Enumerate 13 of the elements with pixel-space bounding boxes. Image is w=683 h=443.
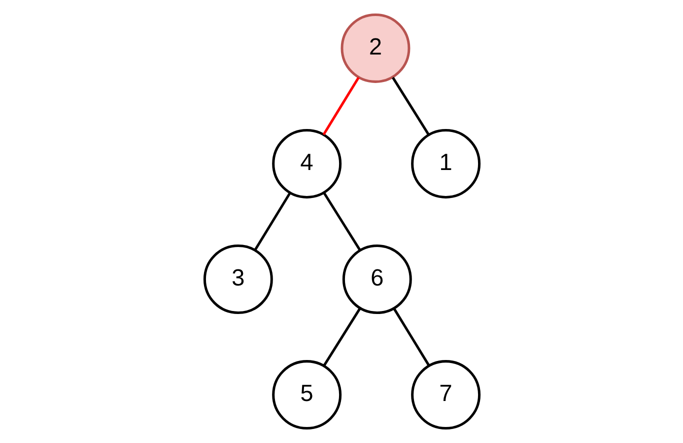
connector: [322, 308, 360, 366]
node-circle: 1: [410, 129, 480, 198]
connector: [322, 76, 360, 136]
connector: [253, 192, 290, 251]
connector: [392, 308, 430, 366]
node-circle: 6: [342, 244, 412, 314]
connector: [322, 192, 361, 251]
node-circle: 2: [340, 13, 410, 83]
node-circle: 3: [202, 244, 272, 314]
node-circle: 7: [410, 360, 480, 430]
connector: [391, 76, 430, 136]
node-circle: 5: [272, 360, 342, 430]
node-circle: 4: [272, 129, 342, 198]
